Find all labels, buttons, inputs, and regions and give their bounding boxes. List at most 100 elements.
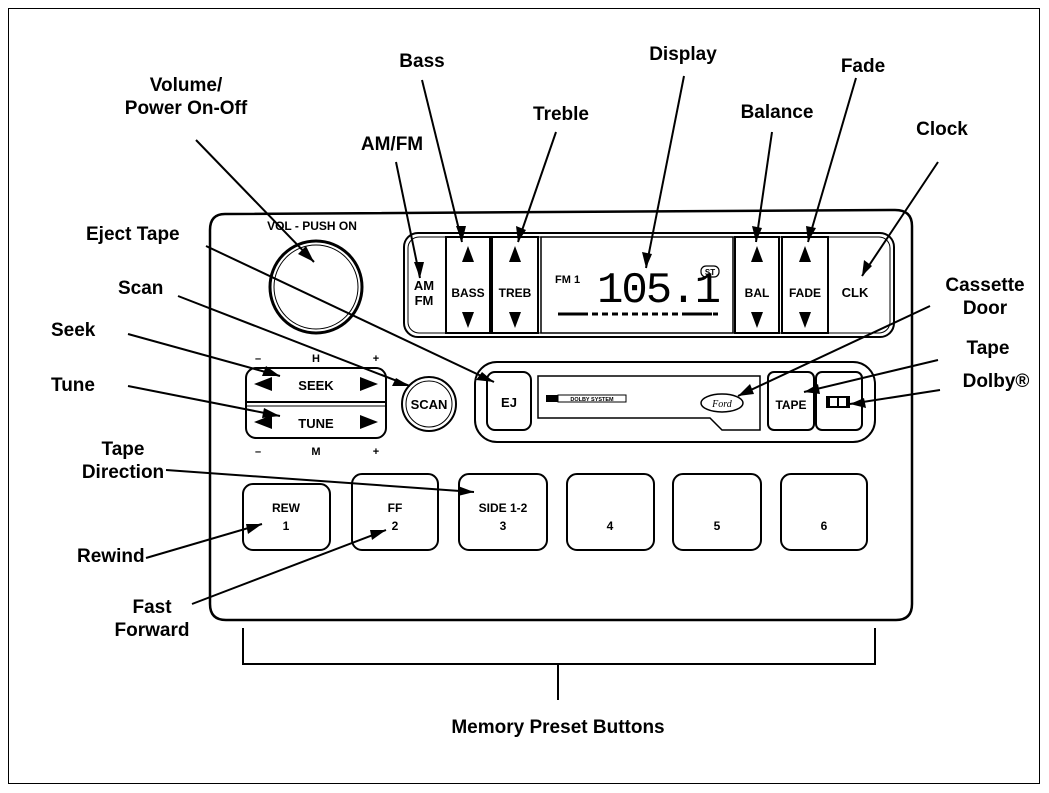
callout-fade: Fade <box>841 55 885 78</box>
tune-left-icon <box>254 415 272 429</box>
balance-down-icon <box>751 312 763 328</box>
tune-button[interactable]: TUNE <box>254 415 378 431</box>
callout-tune-text: Tune <box>51 375 95 396</box>
callout-balance-text: Balance <box>740 102 814 123</box>
display-leader <box>645 75 685 269</box>
tune-minus: – <box>255 446 261 458</box>
scan-label: SCAN <box>411 397 448 412</box>
preset-buttons: REW 1 FF 2 SIDE 1-2 3 4 5 6 <box>242 473 868 551</box>
cassette-door[interactable] <box>537 375 761 431</box>
control-panel <box>403 232 895 338</box>
eject-leader <box>205 245 495 383</box>
preset-button-5[interactable] <box>672 473 762 551</box>
cassette-door-leader <box>737 305 931 397</box>
bass-label: BASS <box>451 286 484 300</box>
dolby-system-label: DOLBY SYSTEM <box>570 397 614 403</box>
fast-forward-leader <box>191 529 387 605</box>
bass-down-icon <box>462 312 474 328</box>
treble-leader <box>517 131 557 243</box>
callout-am-fm-text: AM/FM <box>360 134 424 155</box>
fade-down-icon <box>799 312 811 328</box>
tune-leader <box>127 385 281 417</box>
callout-cassette-door: Cassette Door <box>945 274 1024 320</box>
preset-button-3[interactable] <box>458 473 548 551</box>
callout-fade-text: Fade <box>840 56 886 77</box>
preset-3-top: SIDE 1-2 <box>479 501 528 515</box>
preset-button-6[interactable] <box>780 473 868 551</box>
callout-treble-text: Treble <box>533 104 589 125</box>
cassette-panel <box>474 361 876 443</box>
frequency-readout: 105.1 <box>597 266 720 316</box>
callout-cassette-door-text: Cassette Door <box>945 275 1025 319</box>
volume-knob[interactable] <box>268 239 364 335</box>
am-label: AM <box>414 278 434 293</box>
callout-tape-text: Tape <box>966 338 1010 359</box>
balance-leader <box>755 131 773 243</box>
seek-minus: – <box>255 353 261 365</box>
treble-label: TREB <box>499 286 532 300</box>
fade-up-icon <box>799 246 811 262</box>
callout-bass-text: Bass <box>399 51 445 72</box>
preset-button-4[interactable] <box>566 473 655 551</box>
eject-button[interactable] <box>486 371 532 431</box>
callout-tune: Tune <box>51 374 95 397</box>
bass-leader <box>421 79 463 243</box>
treble-up-icon <box>509 246 521 262</box>
callout-dolby: Dolby® <box>963 370 1030 393</box>
preset-button-2[interactable] <box>351 473 439 551</box>
seek-button[interactable]: SEEK <box>254 377 378 393</box>
callout-clock: Clock <box>916 118 968 141</box>
callout-eject-tape: Eject Tape <box>86 223 180 246</box>
seek-left-icon <box>254 377 272 391</box>
callout-volume: Volume/ Power On-Off <box>125 74 247 120</box>
seek-label: SEEK <box>298 378 334 393</box>
fade-label: FADE <box>789 286 821 300</box>
balance-label: BAL <box>745 286 770 300</box>
brand-logo-text: Ford <box>711 399 733 410</box>
fade-button[interactable] <box>781 236 829 334</box>
preset-1-bottom: 1 <box>283 519 290 533</box>
rewind-leader <box>145 523 263 559</box>
preset-2-top: FF <box>388 501 403 515</box>
scan-button[interactable] <box>401 376 457 432</box>
callout-clock-text: Clock <box>916 119 968 140</box>
callout-tape: Tape <box>967 337 1010 360</box>
bass-button[interactable] <box>445 236 491 334</box>
leader-arrowheads <box>246 226 872 540</box>
dolby-leader <box>849 389 941 405</box>
scan-leader <box>177 295 411 387</box>
callout-scan-text: Scan <box>118 278 164 299</box>
callout-tape-direction: Tape Direction <box>82 438 164 484</box>
leader-lines <box>127 75 941 605</box>
memory-preset-bracket <box>242 628 876 700</box>
preset-5-bottom: 5 <box>714 519 721 533</box>
bass-up-icon <box>462 246 474 262</box>
tune-label: TUNE <box>298 416 334 431</box>
stereo-label: ST <box>705 268 715 277</box>
tune-right-icon <box>360 415 378 429</box>
balance-up-icon <box>751 246 763 262</box>
fade-leader <box>807 77 857 243</box>
volume-knob-label: VOL - PUSH ON <box>267 219 357 233</box>
clock-button-label: CLK <box>842 285 869 300</box>
treble-button[interactable] <box>491 236 539 334</box>
band-indicator: FM 1 <box>555 274 580 286</box>
preset-button-1[interactable] <box>242 483 331 551</box>
callout-memory-preset: Memory Preset Buttons <box>451 716 664 739</box>
callout-bass: Bass <box>399 50 444 73</box>
am-fm-leader <box>395 161 421 279</box>
callout-dolby-text: Dolby® <box>962 371 1030 392</box>
ford-logo-icon <box>700 393 744 413</box>
preset-2-bottom: 2 <box>392 519 399 533</box>
callout-treble: Treble <box>533 103 589 126</box>
callout-scan: Scan <box>118 277 163 300</box>
seek-right-icon <box>360 377 378 391</box>
dolby-badge-icon <box>546 395 558 402</box>
fm-label: FM <box>415 293 434 308</box>
preset-4-bottom: 4 <box>607 519 614 533</box>
callout-memory-preset-text: Memory Preset Buttons <box>451 717 665 738</box>
callout-volume-text: Volume/ Power On-Off <box>124 75 248 119</box>
radio-display <box>540 236 734 334</box>
callout-rewind: Rewind <box>77 545 145 568</box>
callout-display: Display <box>649 43 717 66</box>
